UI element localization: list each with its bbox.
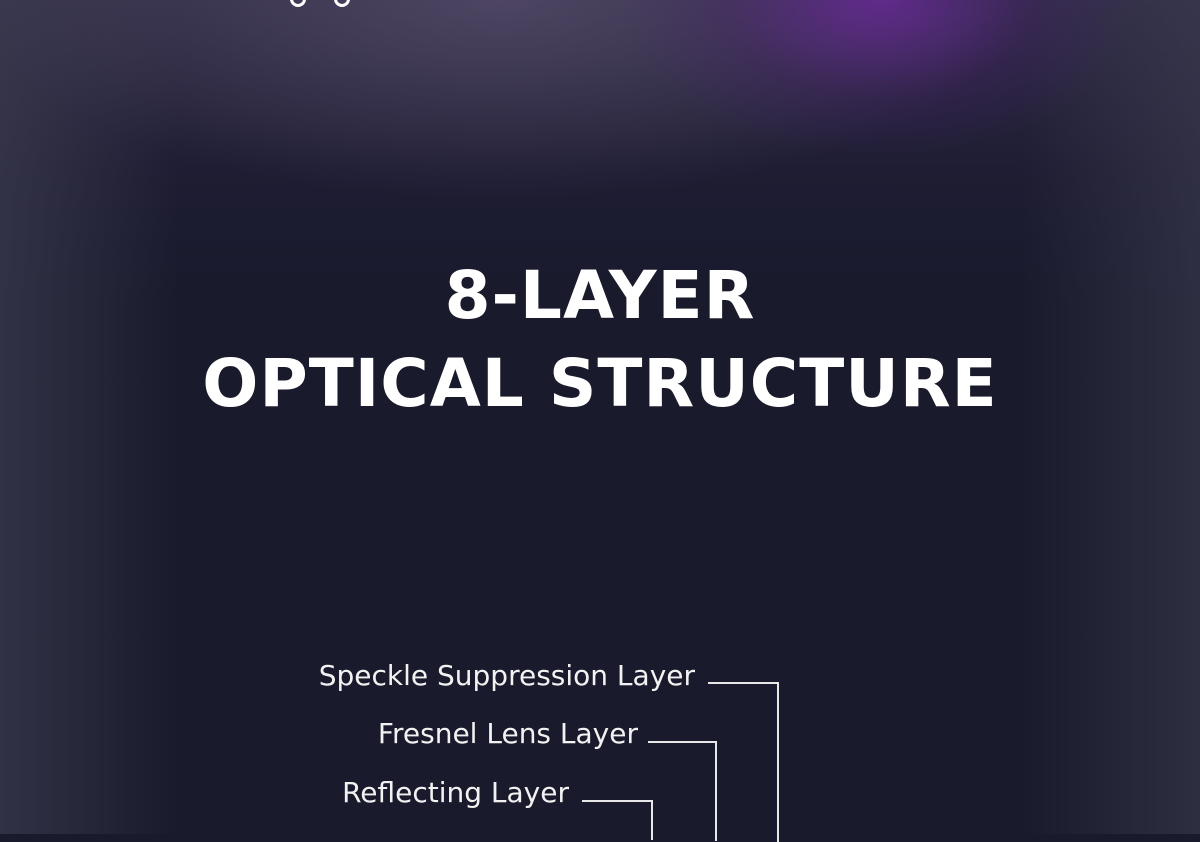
layer-label-reflecting: Reflecting Layer [342, 776, 569, 809]
callout-line [715, 741, 717, 841]
section-heading: 8-LAYER OPTICAL STRUCTURE [0, 252, 1200, 428]
callout-line [777, 682, 779, 842]
cropped-heading-fragment [290, 0, 306, 7]
heading-line-2: OPTICAL STRUCTURE [202, 345, 998, 422]
heading-line-1: 8-LAYER [444, 257, 756, 334]
callout-line [651, 800, 653, 840]
callout-line [708, 682, 779, 684]
cropped-heading-fragment [334, 0, 350, 7]
callout-line [582, 800, 653, 802]
callout-line [648, 741, 717, 743]
layer-label-speckle-suppression: Speckle Suppression Layer [318, 659, 695, 692]
layer-label-fresnel-lens: Fresnel Lens Layer [377, 717, 638, 750]
